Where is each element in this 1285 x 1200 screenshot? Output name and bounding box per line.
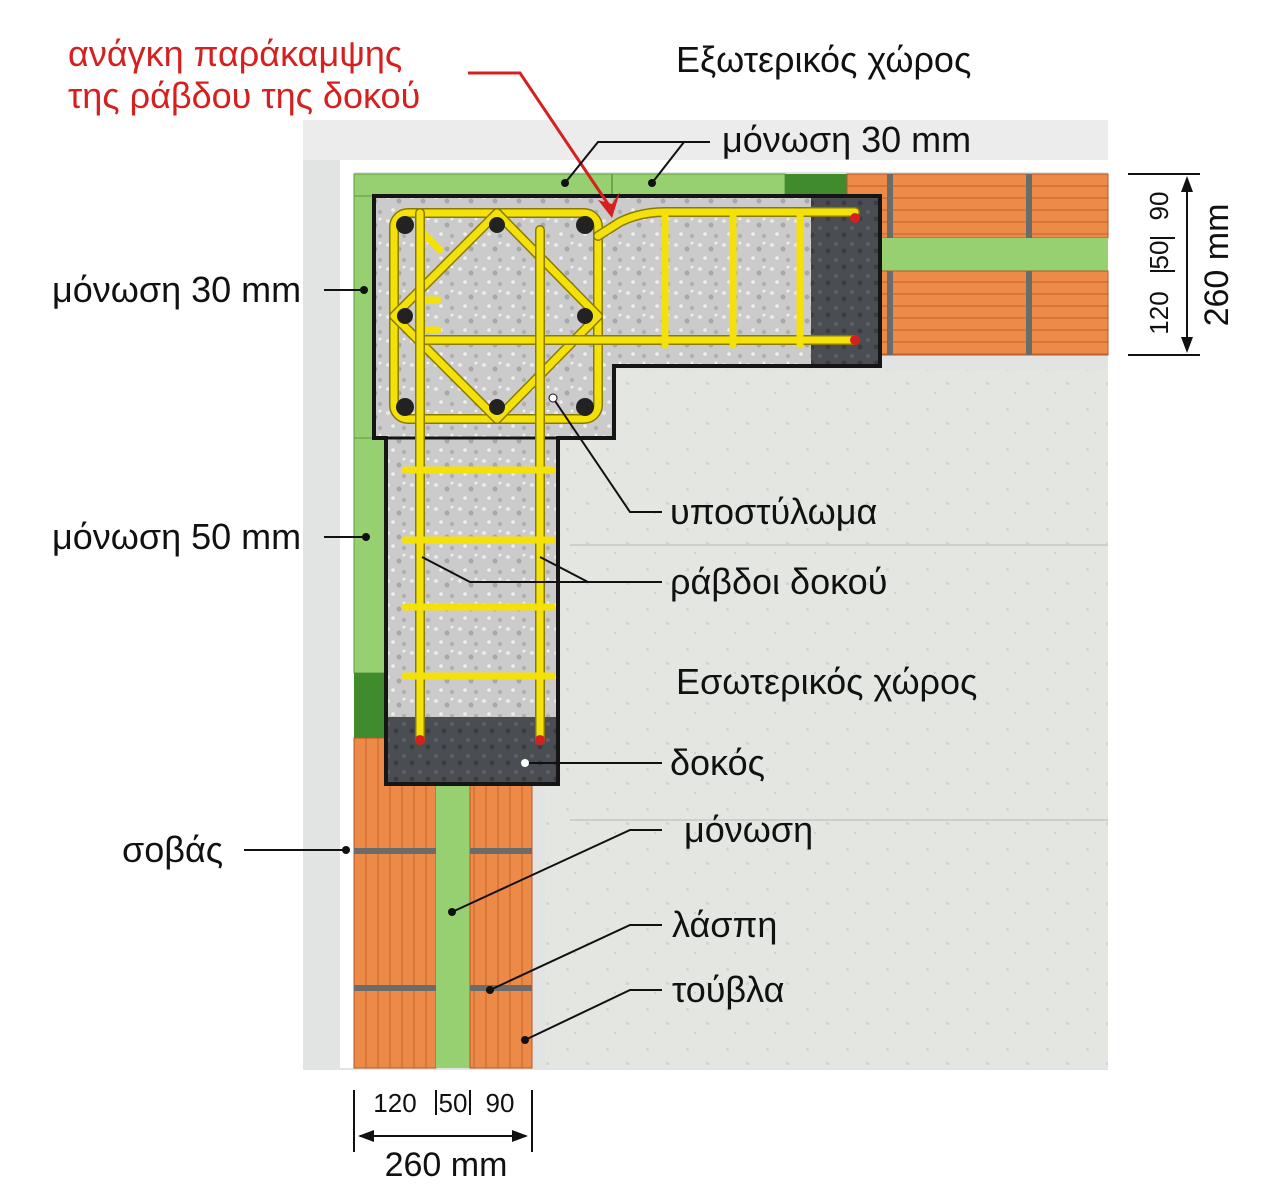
brick-wall-right xyxy=(846,173,1109,356)
dim-right-a: 90 xyxy=(1144,192,1174,221)
dim-right-total: 260 mm xyxy=(1198,204,1236,327)
insulation-top-label: μόνωση 30 mm xyxy=(722,119,971,160)
column-label: υποστύλωμα xyxy=(670,491,877,532)
dim-right-c: 120 xyxy=(1144,291,1174,334)
labels: ανάγκη παράκαμψης της ράβδου της δοκού Ε… xyxy=(52,33,977,1010)
beam-label: δοκός xyxy=(670,742,765,783)
dim-bottom-c: 90 xyxy=(486,1088,515,1118)
leader-lines xyxy=(244,71,710,1044)
dimension-bottom: 120 50 90 260 mm xyxy=(353,1088,533,1184)
brick-label: τούβλα xyxy=(672,969,784,1010)
plaster-layer xyxy=(340,160,1108,1068)
plaster-label: σοβάς xyxy=(122,829,223,870)
insulation-label: μόνωση xyxy=(684,809,813,850)
mortar-label: λάσπη xyxy=(672,904,777,945)
insulation-left-50-label: μόνωση 50 mm xyxy=(52,516,301,557)
dim-bottom-b: 50 xyxy=(439,1088,468,1118)
rebar-cage xyxy=(389,207,860,745)
insulation-top-30 xyxy=(353,173,847,197)
brick-wall-bottom xyxy=(353,737,533,1069)
exterior-label: Εξωτερικός χώρος xyxy=(676,39,971,80)
insulation-left-50 xyxy=(353,437,387,738)
dimension-right: 90 50 120 260 mm xyxy=(1128,173,1236,356)
interior-label: Εσωτερικός χώρος xyxy=(676,661,977,702)
dim-bottom-total: 260 mm xyxy=(385,1146,508,1184)
bend-arrow-head xyxy=(598,192,620,218)
dim-right-b: 50 xyxy=(1144,241,1174,270)
dim-bottom-a: 120 xyxy=(373,1088,416,1118)
bend-arrow xyxy=(468,71,614,211)
insulation-left-30-label: μόνωση 30 mm xyxy=(52,269,301,310)
beam-bars-label: ράβδοι δοκού xyxy=(670,561,887,602)
bend-note-line2: της ράβδου της δοκού xyxy=(68,75,420,116)
bend-note-line1: ανάγκη παράκαμψης xyxy=(68,33,402,74)
insulation-left-30 xyxy=(353,195,375,439)
interior-wall-surface xyxy=(545,370,1108,1068)
